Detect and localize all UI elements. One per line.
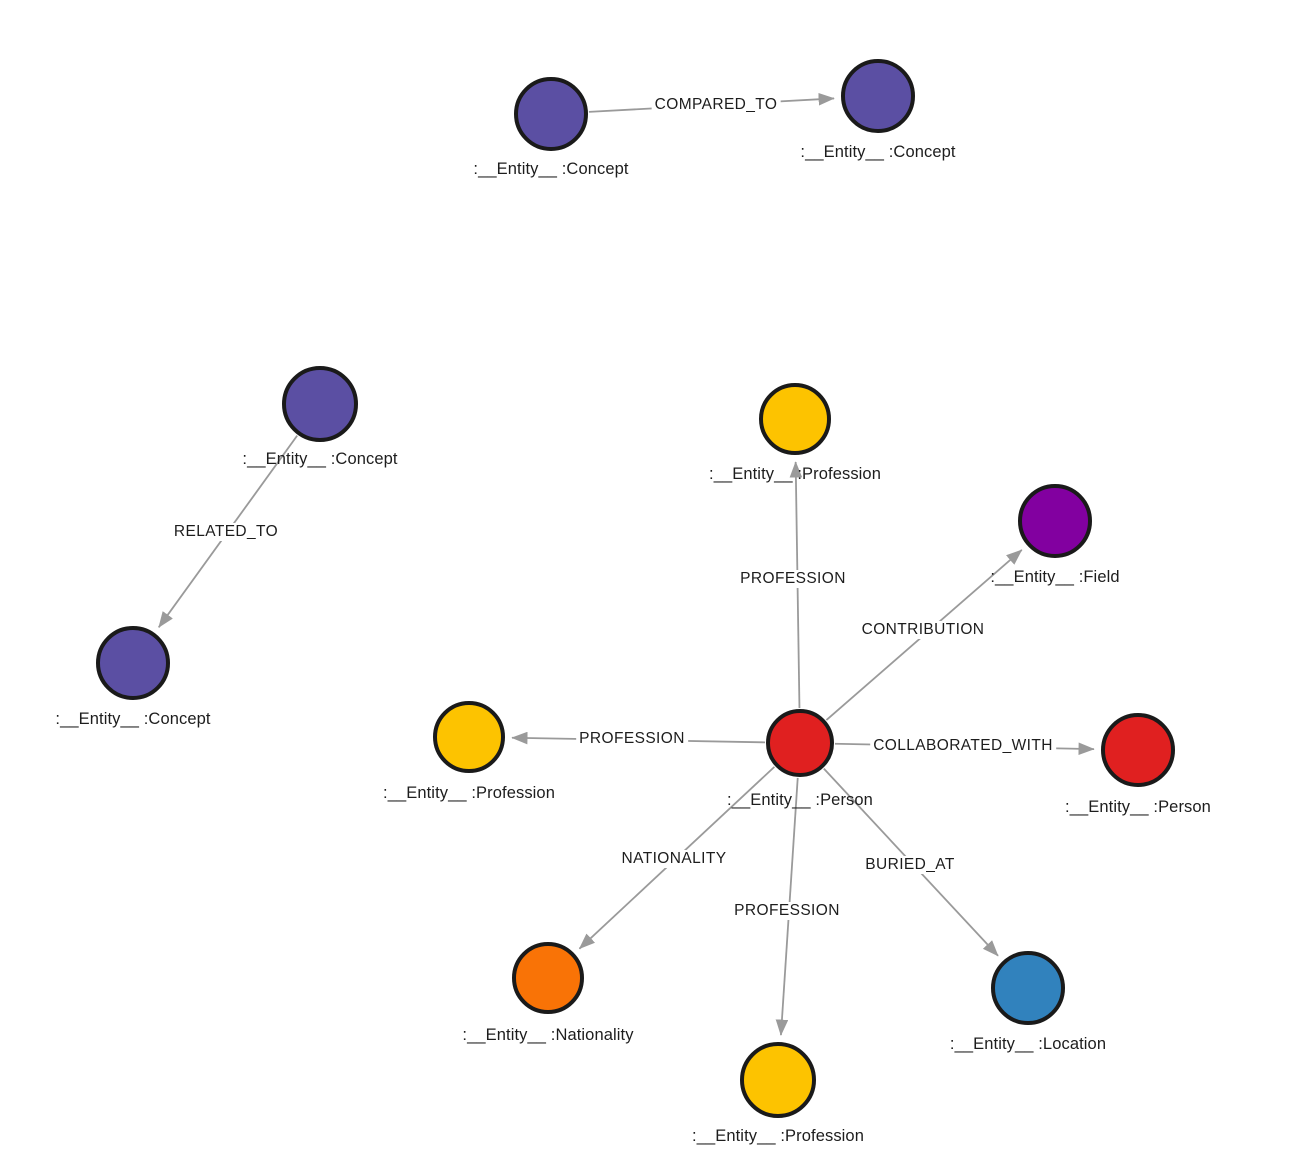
graph-edge[interactable]: [775, 777, 799, 1036]
graph-node-person[interactable]: [766, 709, 834, 777]
graph-node-person[interactable]: [1101, 713, 1175, 787]
node-circle[interactable]: [282, 366, 358, 442]
graph-node-profession[interactable]: [759, 383, 831, 455]
graph-edge[interactable]: [511, 731, 766, 745]
graph-edge[interactable]: [789, 461, 803, 709]
node-circle[interactable]: [766, 709, 834, 777]
graph-edge[interactable]: [825, 549, 1023, 721]
node-circle[interactable]: [991, 951, 1065, 1025]
node-circle[interactable]: [96, 626, 170, 700]
graph-node-concept[interactable]: [841, 59, 915, 133]
graph-node-profession[interactable]: [433, 701, 505, 773]
node-circle[interactable]: [740, 1042, 816, 1118]
node-circle[interactable]: [759, 383, 831, 455]
node-circle[interactable]: [514, 77, 588, 151]
node-circle[interactable]: [1101, 713, 1175, 787]
graph-edge[interactable]: [823, 768, 999, 957]
node-circle[interactable]: [841, 59, 915, 133]
node-circle[interactable]: [433, 701, 505, 773]
graph-node-concept[interactable]: [514, 77, 588, 151]
graph-node-location[interactable]: [991, 951, 1065, 1025]
graph-node-concept[interactable]: [282, 366, 358, 442]
graph-edge[interactable]: [158, 435, 298, 628]
graph-node-concept[interactable]: [96, 626, 170, 700]
graph-edge[interactable]: [834, 742, 1095, 756]
node-circle[interactable]: [512, 942, 584, 1014]
graph-node-nationality[interactable]: [512, 942, 584, 1014]
graph-edge[interactable]: [588, 92, 835, 113]
graph-node-field[interactable]: [1018, 484, 1092, 558]
graph-edge[interactable]: [578, 766, 776, 950]
graph-node-profession[interactable]: [740, 1042, 816, 1118]
node-circle[interactable]: [1018, 484, 1092, 558]
